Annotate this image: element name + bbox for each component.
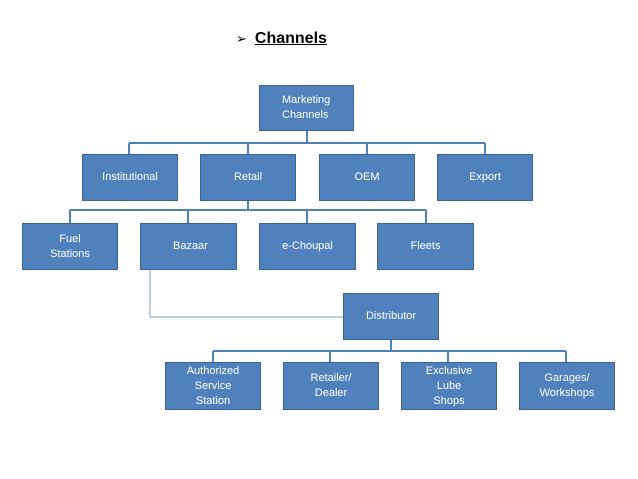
node-marketing-channels: Marketing Channels [259,85,354,131]
node-authorized-service-station: Authorized Service Station [165,362,261,410]
slide-title: ➢ Channels [236,30,327,48]
node-fleets: Fleets [377,223,474,270]
node-fuel-stations: Fuel Stations [22,223,118,270]
node-retailer-dealer: Retailer/ Dealer [283,362,379,410]
node-institutional: Institutional [82,154,178,201]
node-exclusive-lube-shops: Exclusive Lube Shops [401,362,497,410]
node-e-choupal: e-Choupal [259,223,356,270]
node-bazaar: Bazaar [140,223,237,270]
node-retail: Retail [200,154,296,201]
node-garages-workshops: Garages/ Workshops [519,362,615,410]
node-export: Export [437,154,533,201]
arrow-bullet-icon: ➢ [236,31,247,46]
title-text: Channels [254,30,327,47]
node-distributor: Distributor [343,293,439,340]
node-oem: OEM [319,154,415,201]
